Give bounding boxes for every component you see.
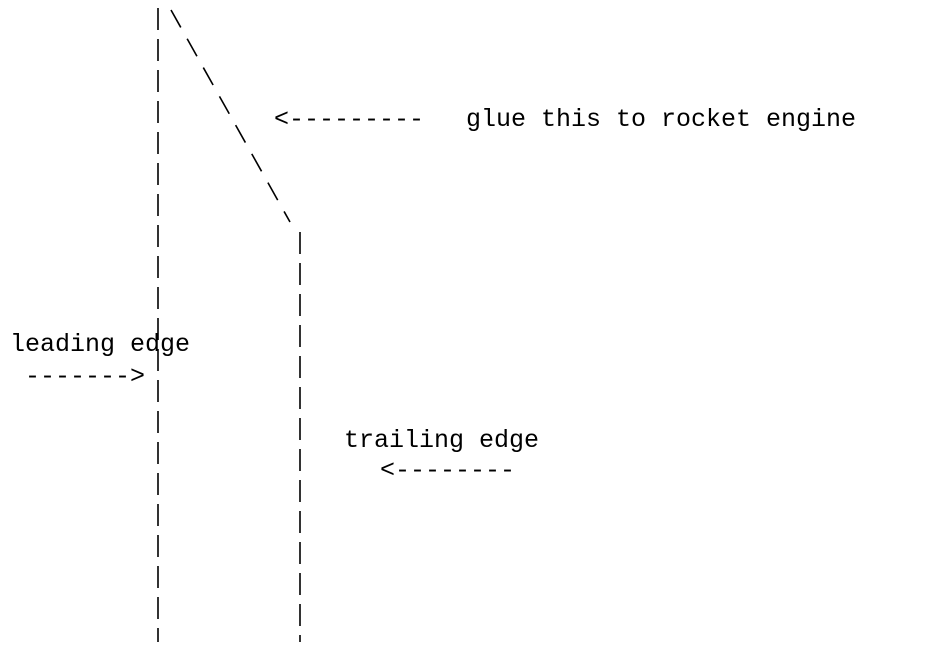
trailing-edge-label: trailing edge	[344, 426, 540, 455]
leading-edge-arrow: ------->	[25, 362, 146, 391]
glue-arrow: <---------	[274, 105, 425, 134]
leading-edge-label: leading edge	[10, 330, 191, 359]
trailing-edge-arrow: <--------	[380, 456, 516, 485]
glue-label: glue this to rocket engine	[466, 105, 857, 134]
root-edge-line	[170, 9, 291, 223]
